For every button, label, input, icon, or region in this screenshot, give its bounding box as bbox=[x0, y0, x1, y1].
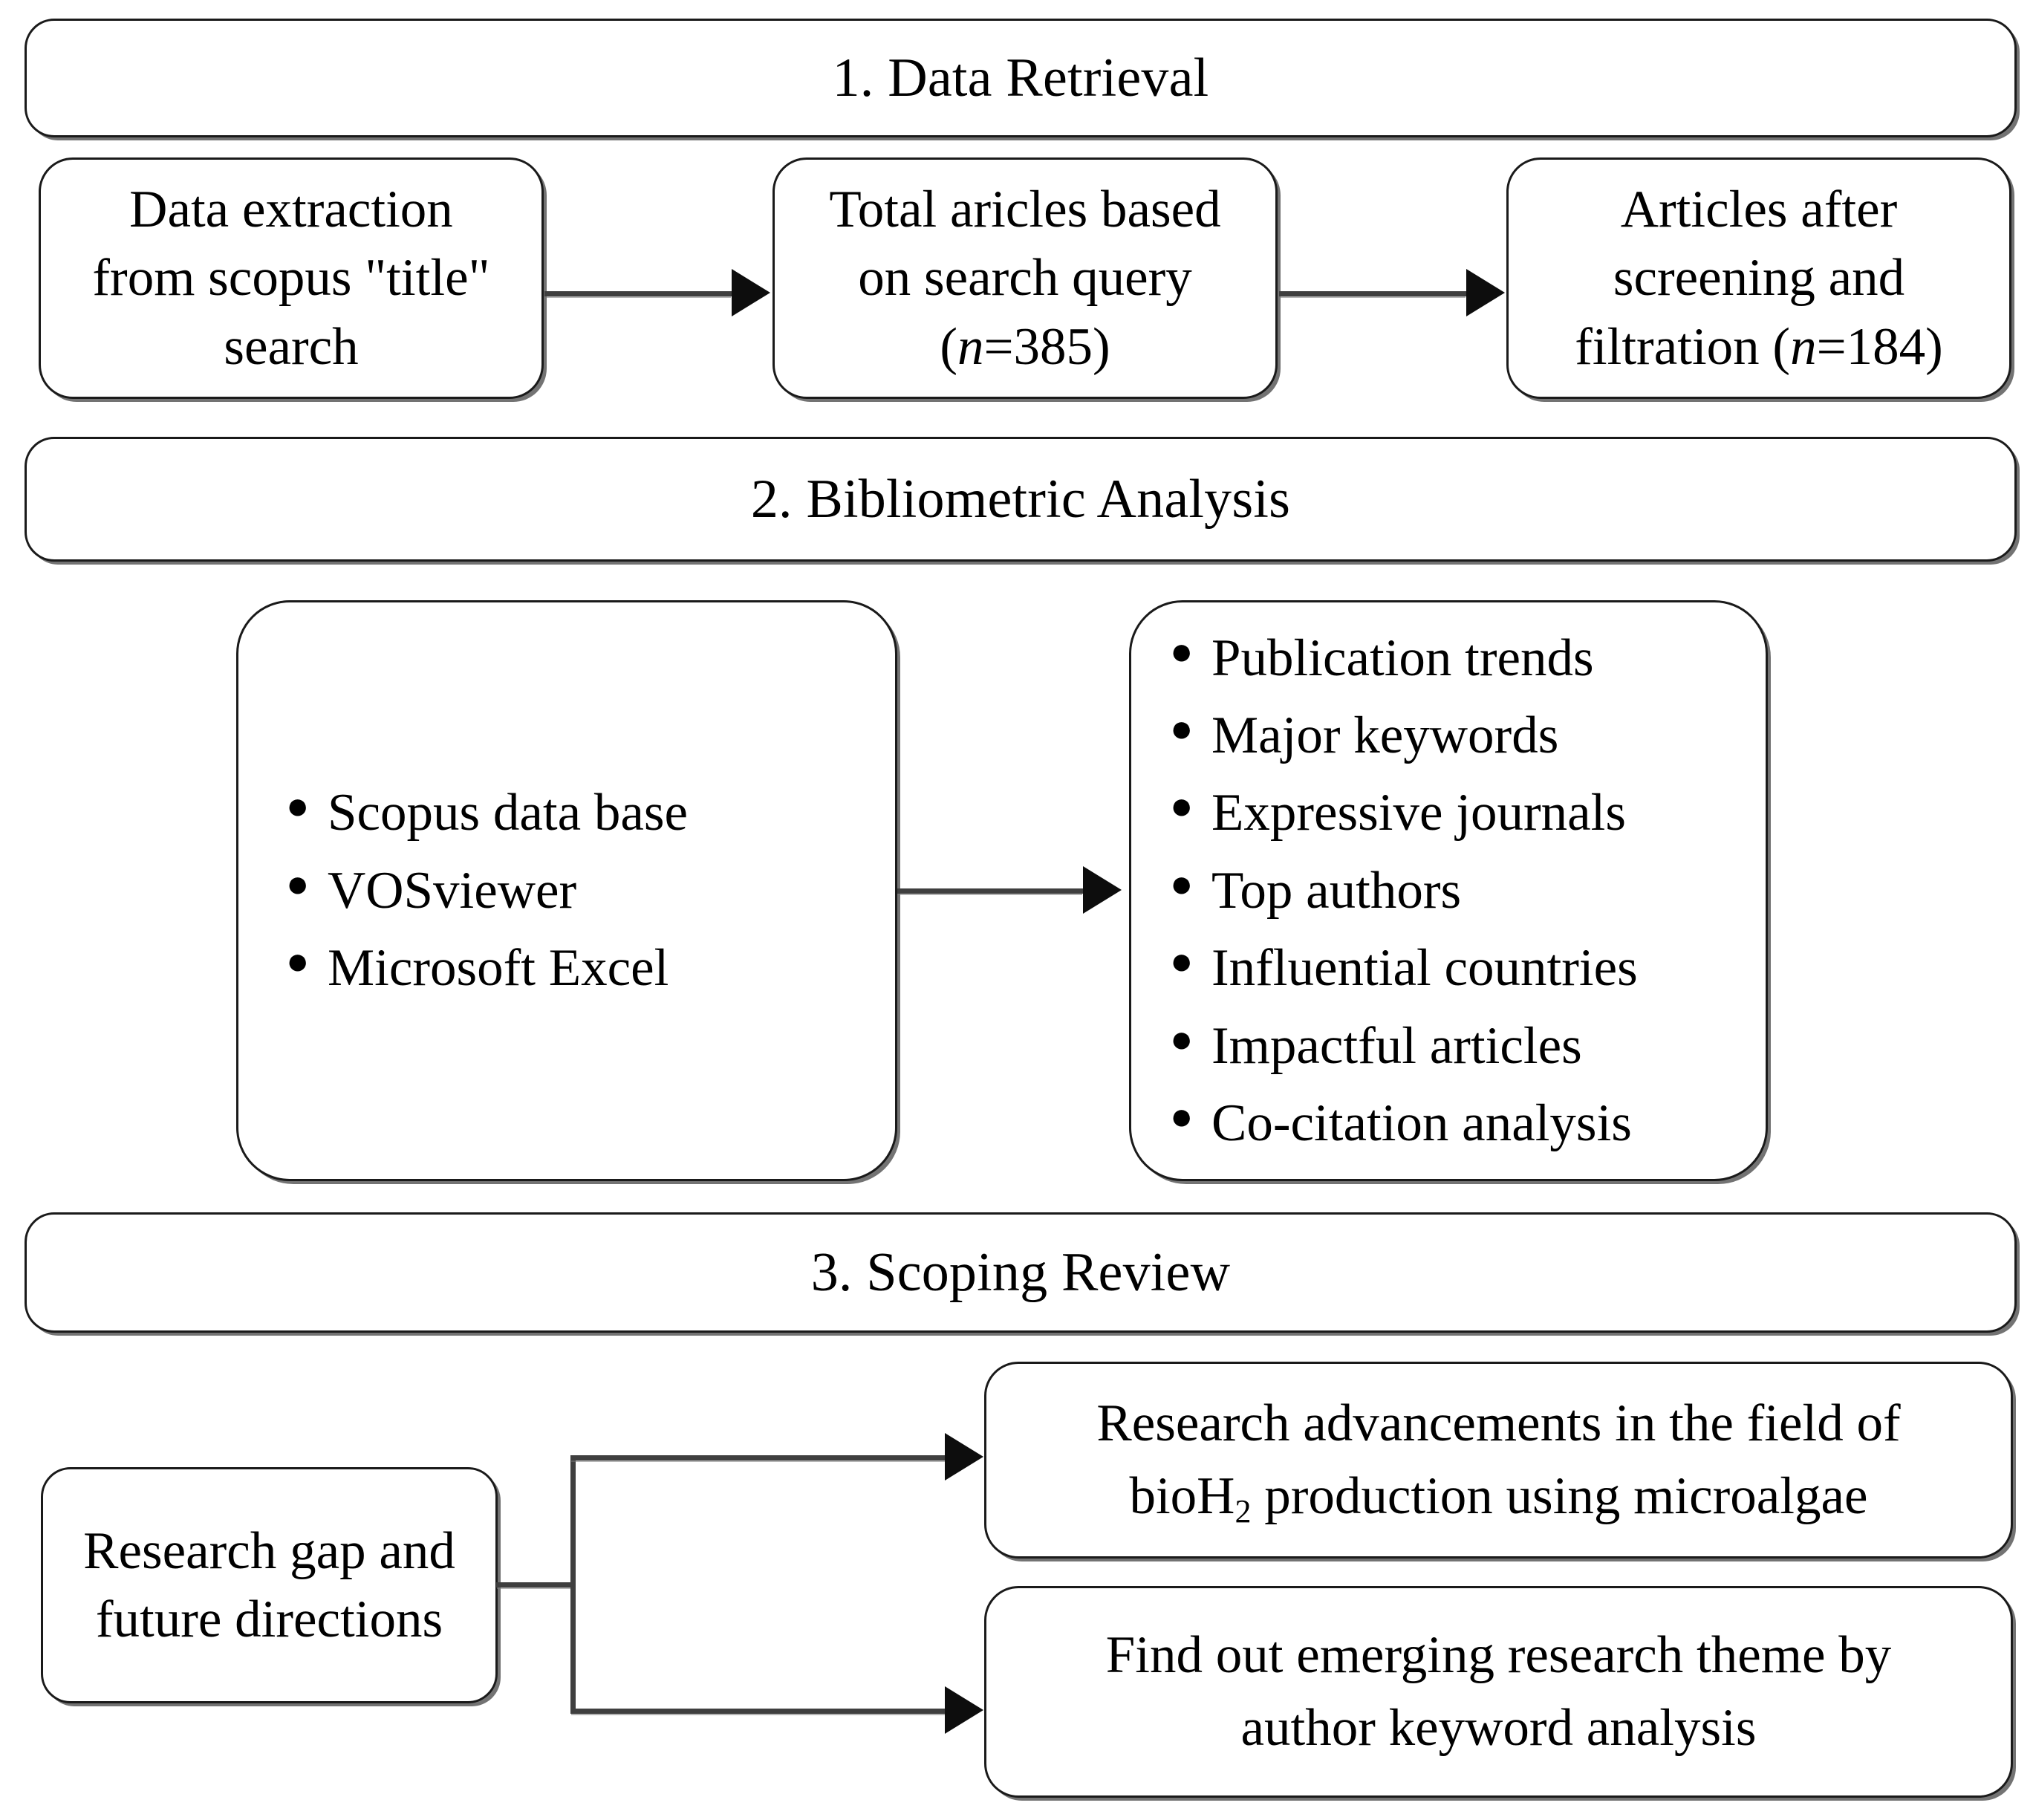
list-item: Major keywords bbox=[1170, 695, 1766, 774]
filtration-prefix: filtration ( bbox=[1575, 317, 1791, 376]
outcome-line-1: Research advancements in the field of bbox=[1096, 1394, 1901, 1452]
subscript-two: 2 bbox=[1235, 1492, 1252, 1530]
step-line-1: Research gap and bbox=[83, 1521, 455, 1580]
panel-tools: Scopus data base VOSviewer Microsoft Exc… bbox=[236, 600, 897, 1181]
step-box-articles-after-screening: Articles after screening and filtration … bbox=[1506, 157, 2011, 399]
section-banner-label: 1. Data Retrieval bbox=[832, 47, 1209, 108]
branch-stem-horizontal bbox=[496, 1582, 574, 1587]
arrow-head-tools-to-outputs bbox=[1083, 866, 1122, 914]
list-item: Publication trends bbox=[1170, 618, 1766, 697]
tools-list: Scopus data base VOSviewer Microsoft Exc… bbox=[238, 773, 895, 1007]
branch-trunk-vertical bbox=[570, 1456, 576, 1712]
step-line-1: Articles after bbox=[1620, 181, 1898, 239]
panel-analysis-outputs: Publication trends Major keywords Expres… bbox=[1129, 600, 1768, 1181]
outcome-line-2: bioH2 production using microalgae bbox=[1129, 1466, 1868, 1530]
arrow-head-to-research-advancements bbox=[945, 1433, 983, 1481]
list-item: Expressive journals bbox=[1170, 773, 1766, 851]
step-line-2: screening and bbox=[1613, 249, 1905, 308]
outputs-list: Publication trends Major keywords Expres… bbox=[1131, 618, 1766, 1163]
section-banner-bibliometric-analysis: 2. Bibliometric Analysis bbox=[25, 437, 2017, 562]
branch-arm-lower bbox=[570, 1709, 949, 1714]
section-banner-scoping-review: 3. Scoping Review bbox=[25, 1212, 2017, 1333]
n-symbol: n bbox=[1790, 317, 1817, 376]
step-box-total-articles: Total aricles based on search query (n=3… bbox=[772, 157, 1278, 399]
step-box-text: Articles after screening and filtration … bbox=[1509, 175, 2009, 381]
section-banner-data-retrieval: 1. Data Retrieval bbox=[25, 19, 2017, 137]
arrow-line-total-to-screened bbox=[1279, 291, 1466, 296]
list-item: VOSviewer bbox=[286, 851, 895, 929]
arrow-head-to-emerging-theme bbox=[945, 1686, 983, 1734]
step-line-2: future directions bbox=[95, 1590, 443, 1648]
outcome-box-text: Research advancements in the field of bi… bbox=[986, 1388, 2011, 1533]
step-line-2: from scopus "title" bbox=[92, 249, 490, 308]
paren-open: ( bbox=[940, 317, 957, 376]
section-banner-label: 3. Scoping Review bbox=[810, 1241, 1231, 1303]
list-item: Co-citation analysis bbox=[1170, 1083, 1766, 1162]
outcome-line-2: author keyword analysis bbox=[1240, 1698, 1757, 1757]
step-box-text: Total aricles based on search query (n=3… bbox=[775, 175, 1275, 381]
branch-arm-upper bbox=[570, 1455, 949, 1460]
list-item: Scopus data base bbox=[286, 773, 895, 851]
outcome-box-research-advancements: Research advancements in the field of bi… bbox=[984, 1362, 2013, 1559]
arrow-head-extraction-to-total bbox=[732, 269, 770, 316]
step-line-3: search bbox=[224, 317, 359, 376]
step-box-research-gap: Research gap and future directions bbox=[41, 1467, 498, 1703]
arrow-head-total-to-screened bbox=[1466, 269, 1505, 316]
step-line-3: (n=385) bbox=[940, 318, 1110, 376]
list-item: Influential countries bbox=[1170, 928, 1766, 1007]
step-box-text: Research gap and future directions bbox=[43, 1517, 495, 1654]
list-item: Impactful articles bbox=[1170, 1006, 1766, 1085]
n-value: =385) bbox=[983, 317, 1110, 376]
step-box-data-extraction: Data extraction from scopus "title" sear… bbox=[39, 157, 544, 399]
outcome-box-text: Find out emerging research theme by auth… bbox=[986, 1619, 2011, 1765]
bioh-suffix: production using microalgae bbox=[1251, 1466, 1868, 1525]
section-banner-label: 2. Bibliometric Analysis bbox=[750, 468, 1291, 530]
arrow-line-tools-to-outputs bbox=[897, 888, 1083, 894]
n-value: =184) bbox=[1816, 317, 1943, 376]
arrow-line-extraction-to-total bbox=[544, 291, 732, 296]
step-box-text: Data extraction from scopus "title" sear… bbox=[41, 175, 541, 381]
outcome-box-emerging-theme: Find out emerging research theme by auth… bbox=[984, 1586, 2013, 1798]
list-item: Top authors bbox=[1170, 851, 1766, 929]
step-line-2: on search query bbox=[858, 249, 1192, 308]
bioh-prefix: bioH bbox=[1129, 1466, 1235, 1525]
outcome-line-1: Find out emerging research theme by bbox=[1105, 1625, 1892, 1684]
n-symbol: n bbox=[957, 317, 984, 376]
step-line-1: Data extraction bbox=[129, 181, 453, 239]
step-line-1: Total aricles based bbox=[829, 181, 1221, 239]
list-item: Microsoft Excel bbox=[286, 928, 895, 1007]
step-line-3: filtration (n=184) bbox=[1575, 318, 1943, 376]
